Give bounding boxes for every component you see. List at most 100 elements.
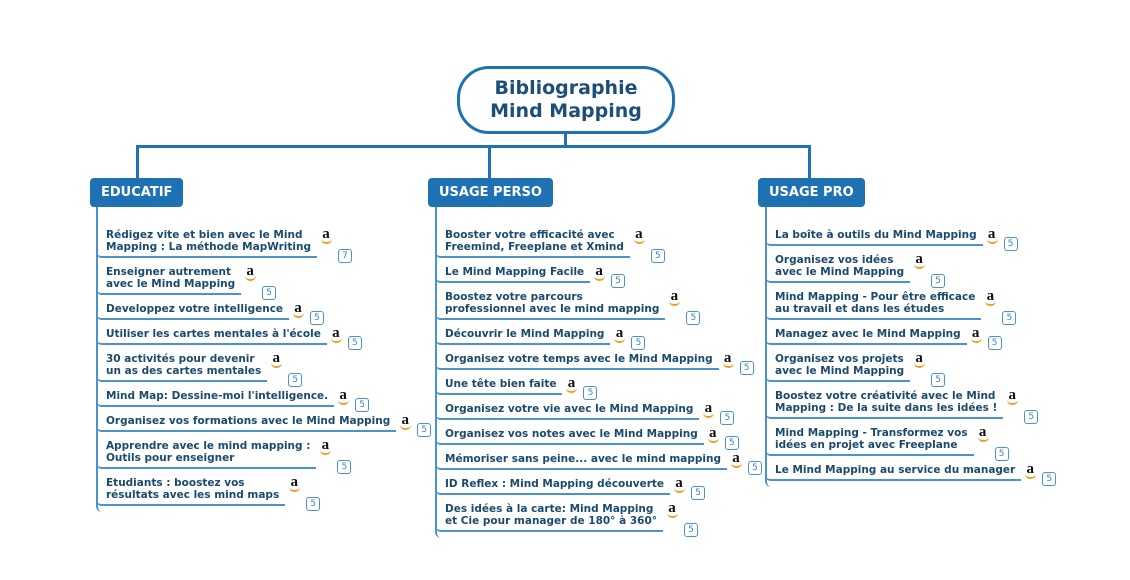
rating-badge: 5	[1003, 237, 1018, 251]
book-title: Découvrir le Mind Mapping	[435, 328, 611, 345]
book-title: La boîte à outils du Mind Mapping	[765, 229, 983, 246]
rating-badge: 5	[691, 486, 706, 500]
book-item[interactable]: Mémoriser sans peine... avec le mind map…	[435, 451, 763, 475]
amazon-icon[interactable]: a	[702, 401, 715, 418]
book-item[interactable]: Des idées à la carte: Mind Mapping et Ci…	[435, 501, 762, 537]
amazon-icon[interactable]: a	[668, 289, 681, 306]
rating-badge: 5	[262, 286, 277, 300]
amazon-icon[interactable]: a	[730, 451, 743, 468]
book-item[interactable]: Mind Mapping - Transformez vos idées en …	[765, 425, 1056, 461]
book-item[interactable]: 30 activités pour devenir un as des cart…	[96, 351, 431, 387]
book-item[interactable]: Organisez vos notes avec le Mind Mapping…	[435, 426, 762, 450]
book-item[interactable]: Organisez votre temps avec le Mind Mappi…	[435, 351, 762, 375]
book-title: Mind Mapping - Pour être efficace au tra…	[765, 291, 982, 320]
amazon-icon[interactable]: a	[320, 227, 332, 244]
book-item[interactable]: Booster votre efficacité avec Freemind, …	[435, 227, 762, 263]
amazon-icon[interactable]: a	[1024, 462, 1037, 479]
book-item[interactable]: Mind Mapping - Pour être efficace au tra…	[765, 289, 1056, 325]
book-title: Le Mind Mapping au service du manager	[765, 464, 1022, 481]
amazon-icon[interactable]: a	[913, 351, 926, 368]
amazon-icon[interactable]: a	[984, 289, 997, 306]
book-title: Mémoriser sans peine... avec le mind map…	[435, 453, 728, 470]
book-item[interactable]: Organisez vos projets avec le Mind Mappi…	[765, 351, 1056, 387]
rating-badge: 5	[686, 311, 701, 325]
book-item[interactable]: Apprendre avec le mind mapping : Outils …	[96, 438, 431, 474]
book-title: 30 activités pour devenir un as des cart…	[96, 353, 268, 382]
book-item[interactable]: Organisez votre vie avec le Mind Mapping…	[435, 401, 762, 425]
book-item[interactable]: Boostez votre créativité avec le Mind Ma…	[765, 388, 1056, 424]
rating-badge: 5	[631, 336, 646, 350]
branch-usage-pro[interactable]: USAGE PRO	[758, 178, 865, 207]
rating-badge: 5	[994, 447, 1009, 461]
rating-badge: 5	[355, 398, 370, 412]
amazon-icon[interactable]: a	[270, 351, 283, 368]
amazon-icon[interactable]: a	[244, 264, 257, 281]
book-title: Des idées à la carte: Mind Mapping et Ci…	[435, 503, 663, 532]
book-title: Le Mind Mapping Facile	[435, 266, 591, 283]
amazon-icon[interactable]: a	[613, 326, 626, 343]
book-title: Boostez votre parcours professionnel ave…	[435, 291, 666, 320]
amazon-icon[interactable]: a	[292, 301, 305, 318]
rating-badge: 5	[1042, 472, 1057, 486]
rating-badge: 5	[337, 460, 352, 474]
rating-badge: 5	[417, 423, 432, 437]
book-title: Developpez votre intelligence	[96, 303, 290, 320]
book-item[interactable]: Organisez vos idées avec le Mind Mapping…	[765, 252, 1056, 288]
book-item[interactable]: Enseigner autrement avec le Mind Mapping…	[96, 264, 431, 300]
branch-educatif[interactable]: EDUCATIF	[90, 178, 184, 207]
amazon-icon[interactable]: a	[986, 227, 998, 244]
book-title: Etudiants : boostez vos résultats avec l…	[96, 477, 286, 506]
branch-usage-perso[interactable]: USAGE PERSO	[428, 178, 553, 207]
book-title: Mind Map: Dessine-moi l'intelligence.	[96, 390, 335, 407]
rating-badge: 5	[1024, 410, 1039, 424]
amazon-icon[interactable]: a	[330, 326, 342, 343]
book-item[interactable]: Boostez votre parcours professionnel ave…	[435, 289, 762, 325]
rating-badge: 7	[338, 249, 352, 263]
rating-badge: 5	[650, 249, 665, 263]
book-item[interactable]: Rédigez vite et bien avec le Mind Mappin…	[96, 227, 431, 263]
amazon-icon[interactable]: a	[673, 476, 686, 493]
connector	[488, 145, 491, 179]
amazon-icon[interactable]: a	[666, 501, 678, 518]
amazon-icon[interactable]: a	[1006, 388, 1019, 405]
book-title: Organisez vos idées avec le Mind Mapping	[765, 254, 911, 283]
connector	[136, 145, 811, 148]
rating-badge: 5	[931, 274, 946, 288]
rating-badge: 5	[739, 361, 754, 375]
amazon-icon[interactable]: a	[288, 475, 301, 492]
rating-badge: 5	[724, 436, 739, 450]
amazon-icon[interactable]: a	[399, 413, 412, 430]
amazon-icon[interactable]: a	[913, 252, 926, 269]
amazon-icon[interactable]: a	[722, 351, 734, 368]
root-topic[interactable]: Bibliographie Mind Mapping	[457, 66, 675, 134]
rating-badge: 5	[987, 336, 1002, 350]
amazon-icon[interactable]: a	[593, 264, 606, 281]
book-title: Organisez vos formations avec le Mind Ma…	[96, 415, 397, 432]
connector	[808, 145, 811, 179]
amazon-icon[interactable]: a	[319, 438, 332, 455]
amazon-icon[interactable]: a	[337, 388, 350, 405]
amazon-icon[interactable]: a	[565, 376, 578, 393]
book-item[interactable]: Etudiants : boostez vos résultats avec l…	[96, 475, 431, 511]
amazon-icon[interactable]: a	[977, 425, 989, 442]
amazon-icon[interactable]: a	[707, 426, 719, 443]
amazon-icon[interactable]: a	[633, 227, 645, 244]
rating-badge: 5	[611, 274, 626, 288]
book-item[interactable]: Organisez vos formations avec le Mind Ma…	[96, 413, 432, 437]
rating-badge: 5	[306, 497, 321, 511]
amazon-icon[interactable]: a	[970, 326, 982, 343]
rating-badge: 5	[583, 386, 598, 400]
book-title: Booster votre efficacité avec Freemind, …	[435, 229, 630, 258]
